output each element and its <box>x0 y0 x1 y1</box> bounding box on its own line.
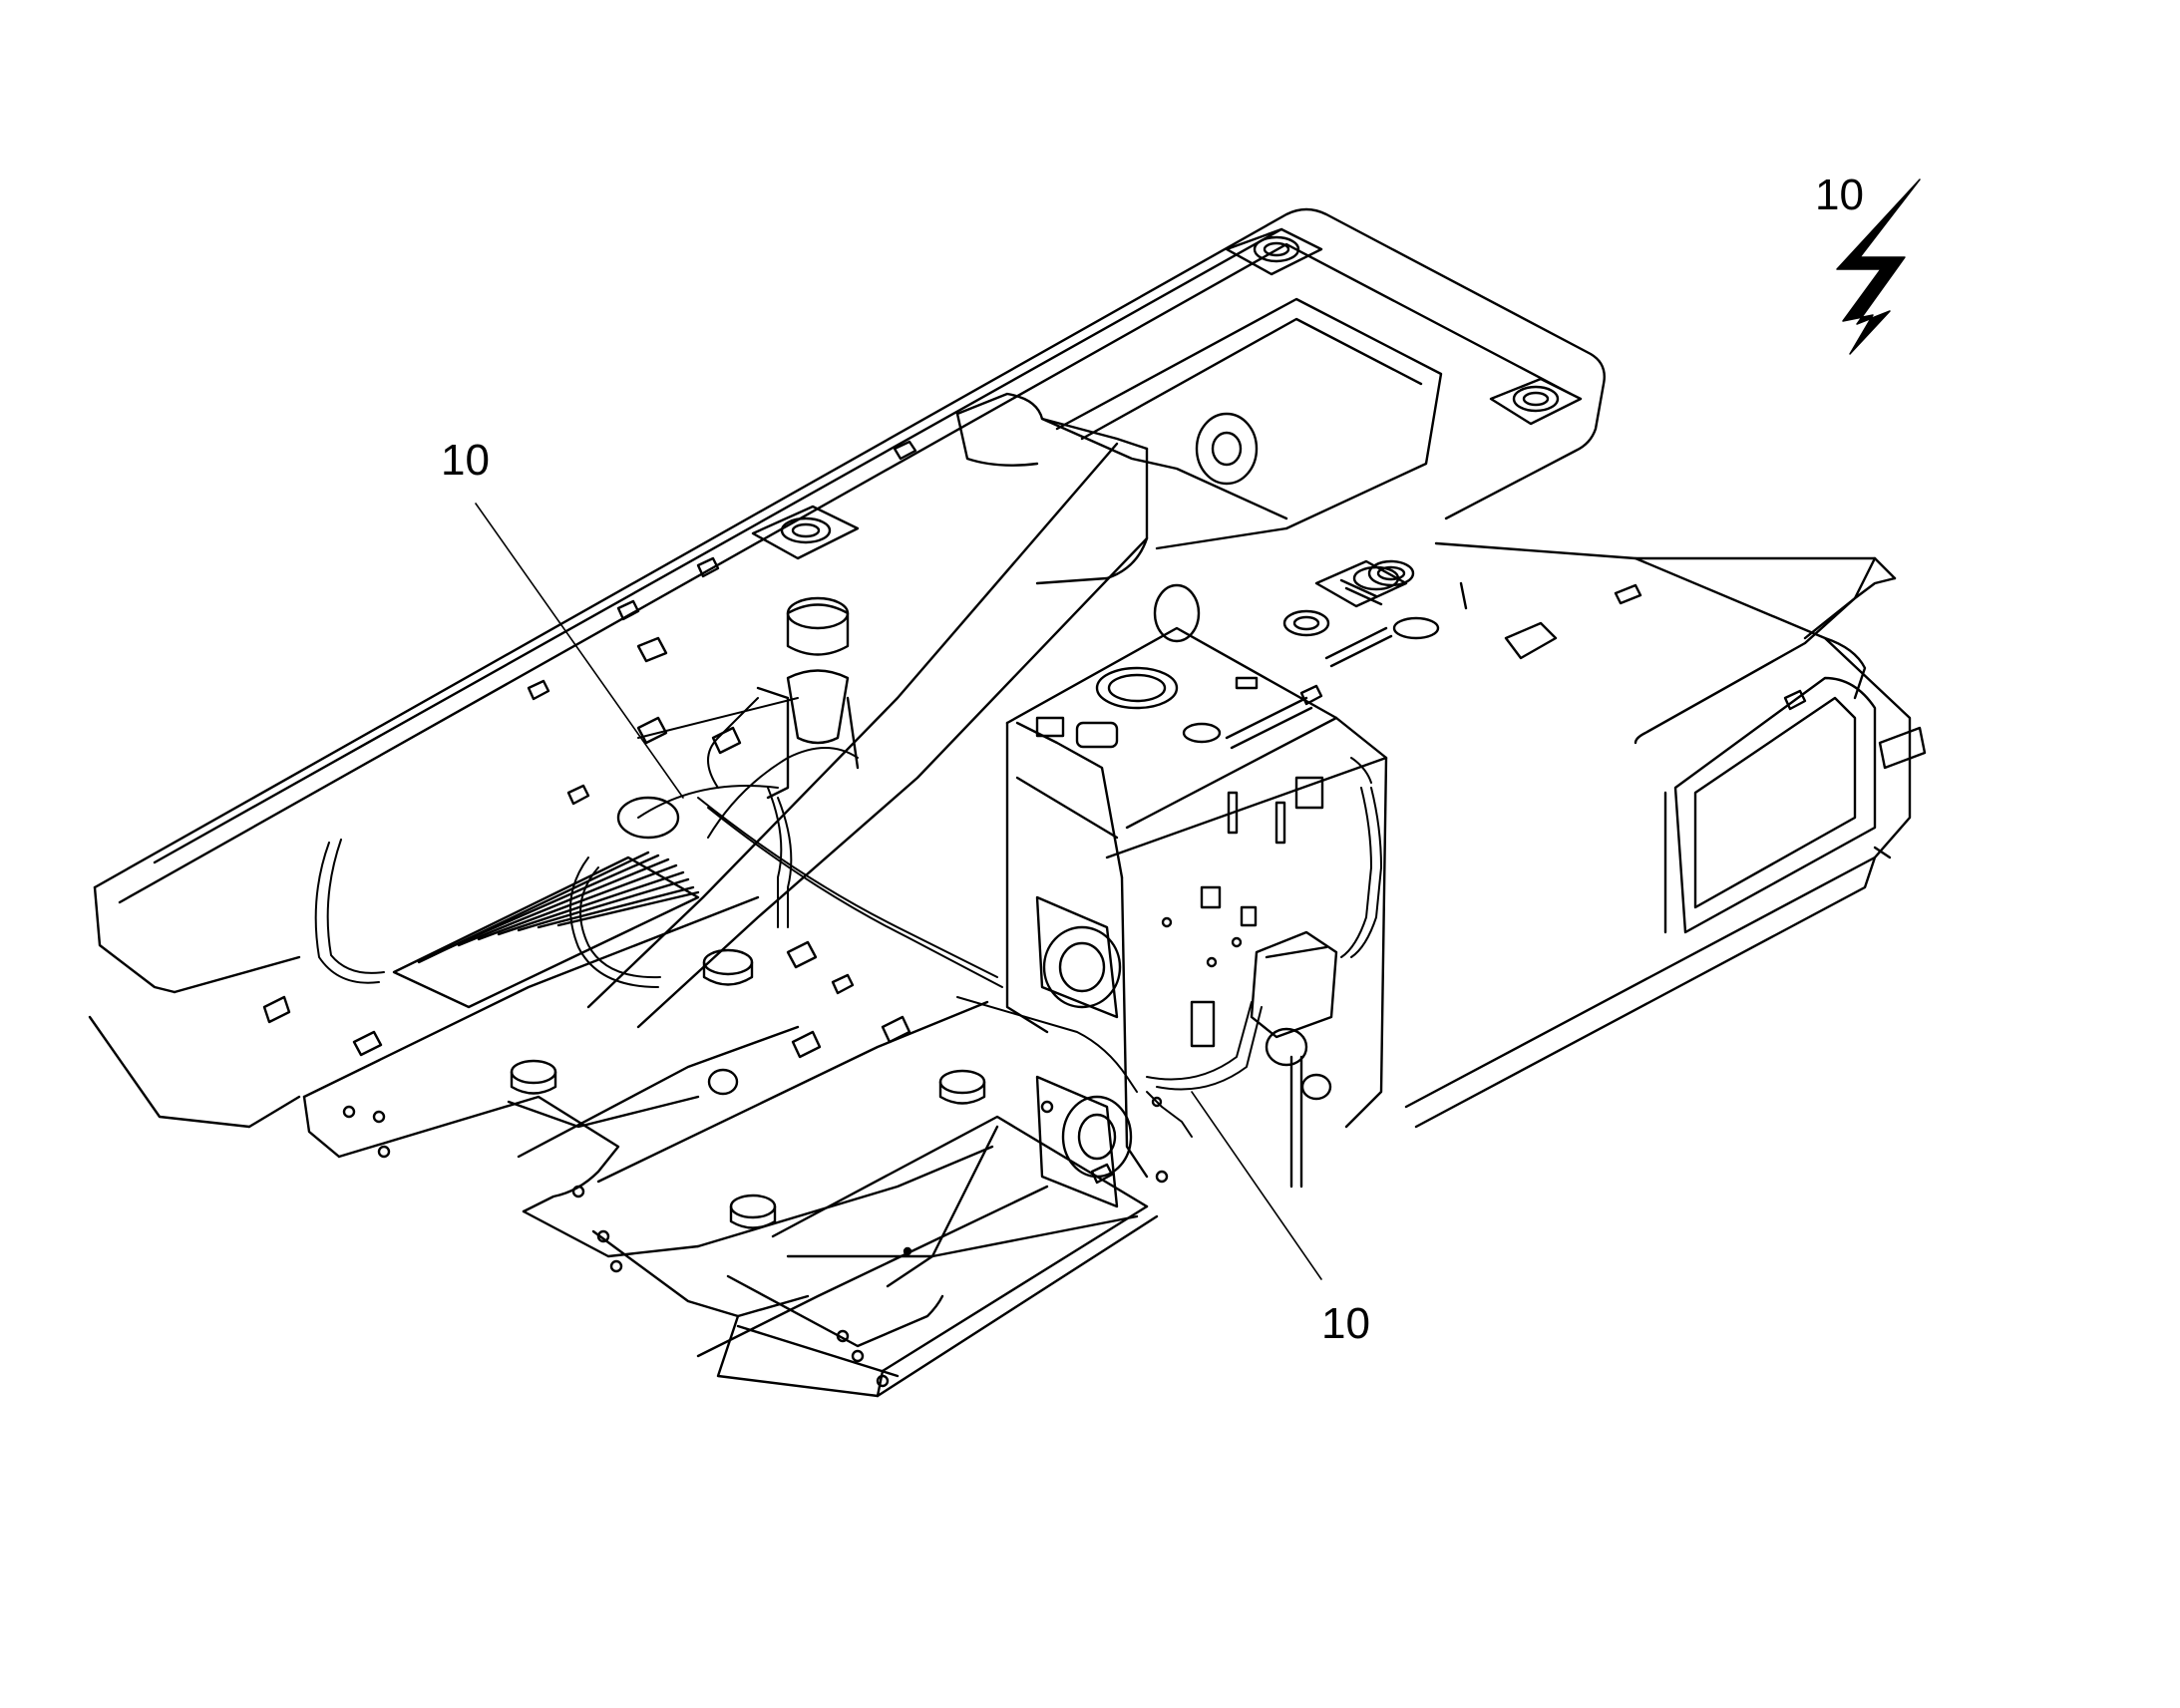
leader-lines <box>475 503 1322 1280</box>
inner-tray <box>1055 297 1443 550</box>
hydraulic-tank-block <box>1005 626 1388 1179</box>
electrical-lightning-icon <box>1836 178 1921 355</box>
hose-routing <box>314 697 1382 1138</box>
boom-arm <box>586 392 1288 1029</box>
radiator-grid <box>392 796 700 1009</box>
frame-mount-pads <box>751 227 1583 608</box>
block-ports <box>1035 895 1133 1208</box>
chassis-mounts <box>510 948 986 1229</box>
pump-assembly <box>756 596 860 800</box>
lower-chassis <box>302 895 1159 1398</box>
electrical-symbol-callout: 10 <box>1815 171 1864 219</box>
mounting-brackets <box>262 440 1807 1185</box>
side-housing <box>1404 541 1927 1129</box>
item-callout-top-left: 10 <box>441 436 490 485</box>
tank-top-ports <box>1282 559 1468 668</box>
bolt-holes <box>342 916 1243 1388</box>
valve-block <box>1250 930 1338 1189</box>
lower-tray <box>771 1115 1149 1288</box>
upper-frame-outline <box>88 207 1606 1129</box>
item-callout-bottom: 10 <box>1321 1299 1370 1348</box>
